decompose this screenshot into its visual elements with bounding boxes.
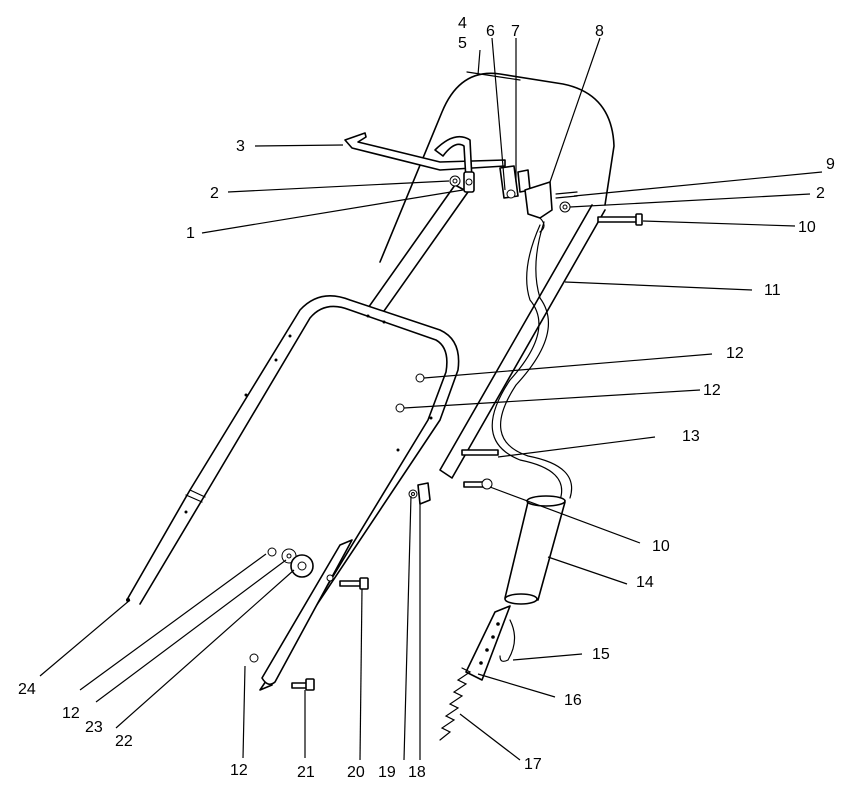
control-cable bbox=[491, 221, 573, 501]
callout-10: 10 bbox=[798, 219, 816, 236]
leader-lines bbox=[39, 37, 823, 761]
callout-2: 2 bbox=[210, 185, 219, 202]
callout-12d: 12 bbox=[62, 705, 80, 722]
callout-20: 20 bbox=[347, 764, 365, 781]
callout-5: 5 bbox=[458, 35, 467, 52]
callout-14: 14 bbox=[636, 574, 654, 591]
callout-3: 3 bbox=[236, 138, 245, 155]
callout-2b: 2 bbox=[816, 185, 825, 202]
callout-12b: 12 bbox=[703, 382, 721, 399]
callout-22: 22 bbox=[115, 733, 133, 750]
callout-15: 15 bbox=[592, 646, 610, 663]
lower-handle bbox=[126, 294, 460, 691]
callout-8: 8 bbox=[595, 23, 604, 40]
callout-17: 17 bbox=[524, 756, 542, 773]
callout-18: 18 bbox=[408, 764, 426, 781]
callout-labels: 1 2 3 4 5 6 7 8 9 2 10 11 12 12 13 10 14… bbox=[18, 15, 835, 781]
callout-6: 6 bbox=[486, 23, 495, 40]
callout-23: 23 bbox=[85, 719, 103, 736]
callout-4: 4 bbox=[458, 15, 467, 32]
mid-hardware bbox=[395, 373, 499, 505]
callout-1: 1 bbox=[186, 225, 195, 242]
callout-16: 16 bbox=[564, 692, 582, 709]
knob-hardware bbox=[249, 547, 369, 691]
callout-21: 21 bbox=[297, 764, 315, 781]
callout-10b: 10 bbox=[652, 538, 670, 555]
spring-tube bbox=[504, 495, 566, 605]
callout-12a: 12 bbox=[726, 345, 744, 362]
callout-7: 7 bbox=[511, 23, 520, 40]
callout-24: 24 bbox=[18, 681, 36, 698]
callout-13: 13 bbox=[682, 428, 700, 445]
callout-9: 9 bbox=[826, 156, 835, 173]
callout-12c: 12 bbox=[230, 762, 248, 779]
adjustment-plate bbox=[439, 605, 516, 741]
callout-11: 11 bbox=[764, 282, 781, 299]
callout-19: 19 bbox=[378, 764, 396, 781]
